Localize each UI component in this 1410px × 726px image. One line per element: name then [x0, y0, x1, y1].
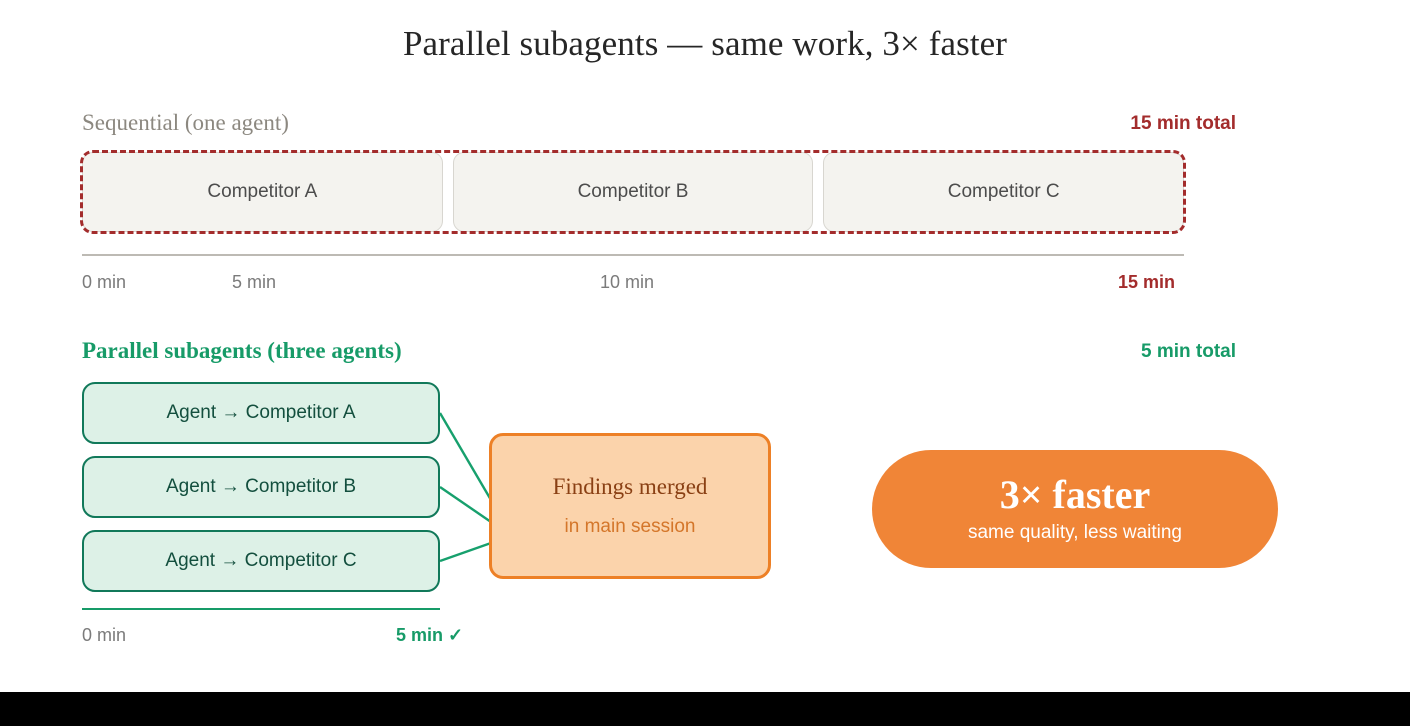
sequential-block: Competitor A: [82, 152, 443, 232]
parallel-agent-box: Agent → Competitor A: [82, 382, 440, 444]
parallel-tick: 0 min: [82, 625, 127, 645]
sequential-tick: 5 min: [232, 272, 277, 292]
bottom-bar: [0, 692, 1410, 726]
speedup-badge: 3× faster same quality, less waiting: [872, 450, 1278, 568]
sequential-section-label: Sequential (one agent): [82, 110, 289, 135]
sequential-track: Competitor A Competitor B Competitor C: [82, 152, 1185, 232]
page-title: Parallel subagents — same work, 3× faste…: [402, 24, 1008, 63]
sequential-block: Competitor B: [452, 152, 814, 232]
parallel-total-label: 5 min total: [1140, 341, 1236, 362]
sequential-tick: 0 min: [82, 272, 127, 292]
sequential-tick-end: 15 min: [1118, 272, 1176, 292]
sequential-total-label: 15 min total: [1130, 113, 1236, 134]
sequential-tick: 10 min: [600, 272, 655, 292]
parallel-tick-end: 5 min ✓: [396, 625, 464, 645]
parallel-agent-box: Agent → Competitor B: [82, 456, 440, 518]
findings-merged-box: Findings merged in main session: [489, 433, 771, 579]
merge-title: Findings merged: [552, 474, 708, 499]
sequential-axis-line: [82, 254, 1184, 256]
merge-subtitle: in main session: [564, 516, 696, 537]
parallel-section-label: Parallel subagents (three agents): [82, 338, 402, 363]
parallel-axis-line: [82, 608, 440, 610]
parallel-agent-box: Agent → Competitor C: [82, 530, 440, 592]
speedup-subtitle: same quality, less waiting: [967, 522, 1183, 543]
sequential-block: Competitor C: [823, 152, 1185, 232]
speedup-headline: 3× faster: [999, 472, 1151, 517]
